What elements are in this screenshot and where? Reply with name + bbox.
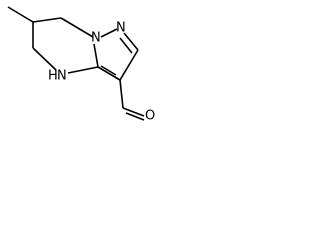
bond-c5-n4 (32, 47, 57, 71)
atom-label-nh-h: H (48, 69, 58, 84)
bond-c3-cho (119, 79, 124, 109)
bond-n7a-n1 (100, 28, 118, 38)
bond-cho-o (122, 107, 145, 117)
bond-n4-c3a (67, 66, 99, 74)
bond-c3-c3a (97, 66, 121, 81)
bond-methyl (7, 6, 34, 23)
atom-label-nh-n: N (57, 69, 67, 84)
bond-c2-c3 (119, 49, 139, 81)
atom-label-n1: N (116, 21, 126, 36)
bond-c7-n7a (60, 17, 94, 38)
bond-c6-c7 (32, 17, 62, 23)
bond-n1-c2-double (119, 37, 133, 54)
chemical-structure-diagram: N N H N O (7, 6, 155, 124)
bond-c3-c3a-double (100, 65, 117, 76)
bond-cho-o-double (125, 112, 145, 121)
bond-n1-c2 (123, 32, 139, 51)
atom-label-o: O (145, 109, 155, 124)
bond-n7a-c3a (93, 43, 99, 68)
atom-label-n7a: N (91, 31, 101, 46)
